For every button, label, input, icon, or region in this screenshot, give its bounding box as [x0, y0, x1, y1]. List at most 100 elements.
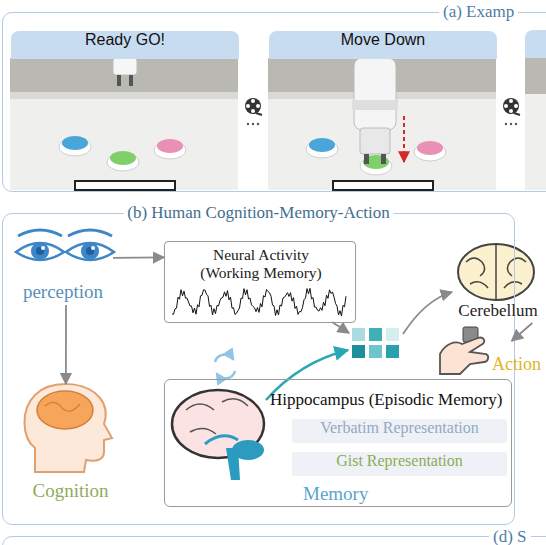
panel-frame: (a) ExampReady GO!Move Down: [2, 12, 546, 192]
step-label: Move Down: [269, 31, 497, 59]
head-icon: [24, 384, 112, 472]
film-reel-icon: [256, 113, 262, 115]
node-label: Action: [479, 354, 541, 375]
memory-tokens: [369, 345, 382, 358]
robot-photo: [129, 75, 133, 86]
robot-photo: [117, 75, 121, 86]
brain-icon: [466, 258, 488, 288]
robot-photo: [309, 138, 335, 152]
eyes-icon: [41, 246, 45, 250]
film-reel-icon: [515, 123, 517, 125]
robot-photo: [403, 116, 405, 162]
cognition-node: Cognition: [13, 384, 128, 502]
robot-photo: [62, 136, 88, 150]
process-box: Neural Activity (Working Memory): [164, 241, 356, 323]
flow-arrow: [65, 305, 67, 384]
representation-pill: Gist Representation: [292, 452, 507, 476]
eyes-icon: [16, 243, 64, 260]
eyes-icon: [36, 247, 44, 255]
brain-icon: [495, 245, 497, 299]
cycle-icon: [215, 355, 235, 379]
hippocampus-icon: [226, 448, 240, 480]
robot-photo: [354, 58, 396, 130]
robot-photo: [110, 151, 136, 165]
film-reel-icon: [257, 123, 259, 125]
robot-photo: [381, 154, 386, 164]
film-reel-icon: [245, 98, 262, 125]
eyes-icon: [86, 247, 94, 255]
node-label: Cognition: [13, 480, 128, 502]
box-label: Neural Activity (Working Memory): [186, 246, 336, 282]
cycle-icon: [215, 355, 233, 362]
eyes-icon: [16, 230, 114, 260]
film-reel-icon: [503, 98, 520, 125]
panel-frame: (b) Human Cognition-Memory-Actionpercept…: [2, 213, 515, 525]
flow-arrow: [113, 256, 164, 258]
robot-photo: [352, 100, 398, 110]
action-node: Action: [431, 341, 543, 379]
perception-node: perception: [13, 229, 113, 305]
hippocampus-icon: [186, 399, 248, 434]
robot-photo: [525, 58, 546, 94]
box-heading: Hippocampus (Episodic Memory): [270, 390, 502, 410]
node-label: perception: [13, 281, 113, 303]
panel-title: (b) Human Cognition-Memory-Action: [123, 203, 394, 223]
node-label: Cerebellum: [449, 301, 546, 321]
panel-title: (a) Examp: [439, 2, 518, 22]
pill-label: Gist Representation: [292, 452, 507, 470]
robot-photo: [268, 58, 496, 190]
brain-icon: [504, 258, 526, 288]
head-icon: [45, 402, 80, 411]
robot-photo: [10, 58, 238, 190]
robot-photo: [525, 44, 546, 58]
cerebellum-node: Cerebellum: [449, 241, 546, 323]
photo-card: Move Down: [269, 31, 497, 191]
robot-photo: [10, 58, 238, 94]
film-reel-icon: [509, 109, 513, 113]
neural-waveform: [172, 288, 346, 316]
brain-icon: [458, 244, 534, 300]
robot-photo: [363, 155, 389, 169]
memory-tokens: [386, 328, 399, 341]
robot-photo: [113, 58, 137, 75]
robot-photo: [364, 154, 369, 164]
robot-photo: [417, 141, 443, 155]
film-reel-icon: [514, 113, 520, 115]
panel-title: (d) S: [489, 528, 531, 545]
film-reel-icon: [256, 104, 260, 108]
pill-label: Verbatim Representation: [292, 419, 507, 437]
film-reel-icon: [245, 98, 261, 114]
memory-tokens: [386, 345, 399, 358]
robot-photo: [268, 58, 496, 190]
step-label: Ready GO!: [11, 31, 239, 59]
eyes-icon: [31, 242, 49, 260]
flow-arrow: [332, 322, 349, 333]
robot-photo: [10, 58, 238, 190]
head-icon: [37, 391, 93, 429]
memory-box: Hippocampus (Episodic Memory) Memory Verba…: [164, 379, 512, 507]
hippocampus-icon: [205, 436, 238, 444]
film-reel-icon: [504, 104, 508, 108]
robot-photo: [333, 181, 433, 190]
film-reel-icon: [514, 104, 518, 108]
hand-icon: [440, 327, 488, 374]
cycle-icon: [217, 371, 235, 378]
film-reel-icon: [505, 123, 507, 125]
film-reel-icon: [510, 123, 512, 125]
memory-tokens: [352, 345, 365, 358]
film-reel-icon: [251, 99, 255, 103]
film-reel-icon: [509, 99, 513, 103]
robot-photo: [157, 139, 183, 153]
hippocampus-icon: [172, 390, 264, 480]
representation-pill: Verbatim Representation: [292, 419, 507, 443]
robot-photo: [10, 92, 238, 99]
panel-frame: (d) S: [2, 536, 546, 545]
box-label: Memory: [303, 483, 368, 505]
robot-photo: [525, 58, 546, 190]
film-reel-icon: [503, 98, 519, 114]
flow-arrow: [512, 323, 533, 341]
robot-photo: [525, 30, 546, 190]
eyes-icon: [68, 230, 112, 236]
head-icon: [24, 384, 112, 472]
memory-tokens: [352, 328, 365, 341]
